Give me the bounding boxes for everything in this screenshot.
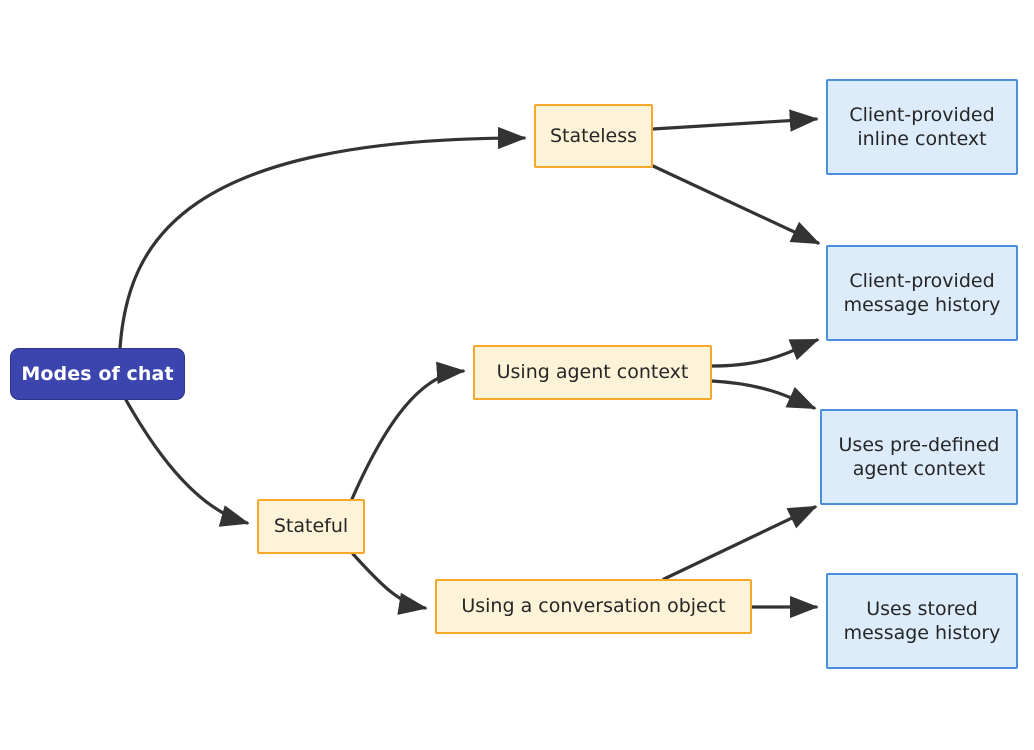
edge-stateless-to-message-history [651,164,821,245]
edge-agent-context-to-predefined-agent-context [710,379,817,410]
node-label-message-history: Client-provided message history [843,269,1001,316]
edge-conversation-object-to-predefined-agent-context [662,505,818,581]
node-predefined-agent-context[interactable]: Uses pre-defined agent context [820,409,1018,505]
node-label-stateless: Stateless [549,124,638,147]
node-inline-context[interactable]: Client-provided inline context [826,79,1018,175]
edge-stateful-to-agent-context [350,361,466,501]
node-label-inline-context: Client-provided inline context [849,103,995,150]
node-message-history[interactable]: Client-provided message history [826,245,1018,341]
node-conversation-object[interactable]: Using a conversation object [435,579,752,634]
edge-agent-context-to-message-history [710,338,820,368]
node-stateless[interactable]: Stateless [534,104,653,168]
node-label-predefined-agent-context: Uses pre-defined agent context [838,433,1000,480]
edge-root-to-stateful [124,398,250,527]
node-label-stored-message-history: Uses stored message history [843,597,1001,644]
node-stored-message-history[interactable]: Uses stored message history [826,573,1018,669]
node-label-agent-context: Using agent context [496,361,689,384]
edge-stateful-to-conversation-object [351,552,428,615]
node-agent-context[interactable]: Using agent context [473,345,712,400]
edge-root-to-stateless [118,126,527,350]
node-label-conversation-object: Using a conversation object [461,595,726,618]
edge-stateless-to-inline-context [651,109,819,132]
node-label-stateful: Stateful [273,515,349,538]
node-root[interactable]: Modes of chat [10,348,185,400]
node-label-root: Modes of chat [21,362,174,385]
node-stateful[interactable]: Stateful [257,499,365,554]
